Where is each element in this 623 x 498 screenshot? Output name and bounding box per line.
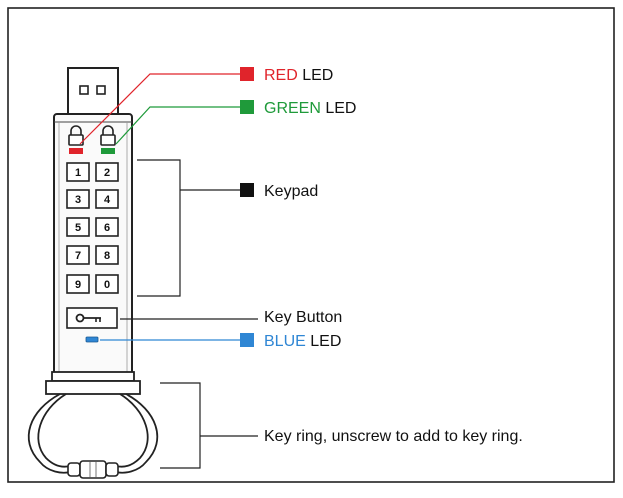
keypad: 1 2 3 4 5 6 7 8 xyxy=(66,162,119,294)
key-label: 9 xyxy=(75,279,81,291)
key-label: 6 xyxy=(104,222,110,234)
diagram-frame xyxy=(7,7,615,483)
green-led-indicator xyxy=(101,148,115,154)
blue-led-label: BLUE LED xyxy=(264,333,341,350)
keypad-label: Keypad xyxy=(264,183,318,200)
key-label: 7 xyxy=(75,250,81,262)
key-label: 0 xyxy=(104,279,110,291)
red-led-indicator xyxy=(69,148,83,154)
keypad-callout: Keypad xyxy=(137,159,318,297)
keypad-color-swatch xyxy=(240,183,254,197)
red-color-swatch xyxy=(240,67,254,81)
key-ring-callout: Key ring, unscrew to add to key ring. xyxy=(160,382,523,469)
blue-led-callout: BLUE LED xyxy=(100,333,341,350)
key-icon xyxy=(75,313,101,323)
key-label: 2 xyxy=(104,167,110,179)
keypad-key[interactable]: 6 xyxy=(95,217,119,237)
keypad-key[interactable]: 0 xyxy=(95,274,119,294)
keypad-key[interactable]: 5 xyxy=(66,217,90,237)
green-color-swatch xyxy=(240,100,254,114)
blue-color-swatch xyxy=(240,333,254,347)
keypad-key[interactable]: 9 xyxy=(66,274,90,294)
key-button-callout: Key Button xyxy=(120,309,342,326)
drive-body xyxy=(53,113,133,375)
key-button-label: Key Button xyxy=(264,309,342,326)
key-label: 5 xyxy=(75,222,81,234)
keypad-key[interactable]: 8 xyxy=(95,245,119,265)
drive-cap xyxy=(45,371,141,395)
usb-connector xyxy=(67,67,119,115)
keypad-key[interactable]: 2 xyxy=(95,162,119,182)
key-button[interactable] xyxy=(66,307,118,329)
key-label: 3 xyxy=(75,194,81,206)
red-led-label: RED LED xyxy=(264,67,333,84)
blue-led-indicator xyxy=(85,336,99,343)
key-label: 4 xyxy=(104,194,111,206)
keypad-key[interactable]: 7 xyxy=(66,245,90,265)
keypad-key[interactable]: 1 xyxy=(66,162,90,182)
key-ring xyxy=(27,393,159,479)
keypad-key[interactable]: 3 xyxy=(66,189,90,209)
key-label: 8 xyxy=(104,250,110,262)
green-led-label: GREEN LED xyxy=(264,100,356,117)
keypad-key[interactable]: 4 xyxy=(95,189,119,209)
key-label: 1 xyxy=(75,167,81,179)
lock-icon xyxy=(100,125,116,146)
key-ring-label: Key ring, unscrew to add to key ring. xyxy=(264,428,523,445)
red-led-callout: RED LED xyxy=(79,67,333,145)
lock-icon xyxy=(68,125,84,146)
green-led-callout: GREEN LED xyxy=(115,100,356,145)
